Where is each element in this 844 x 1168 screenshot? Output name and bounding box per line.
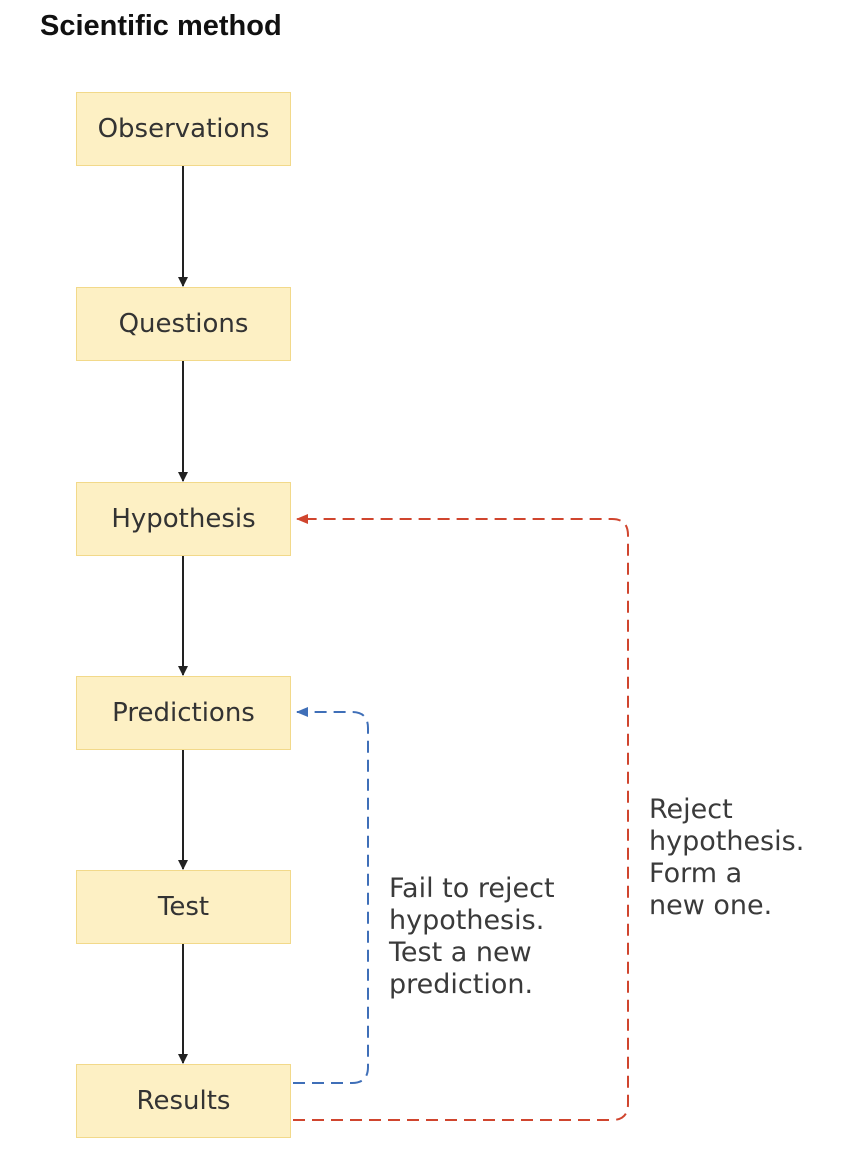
reject-label: Reject hypothesis. Form a new one.: [649, 794, 804, 922]
reject-loop-arrow: [293, 514, 629, 1121]
step-observations: Observations: [76, 92, 291, 166]
reject-line: new one.: [649, 890, 773, 921]
diagram-title: Scientific method: [40, 10, 282, 42]
fail-to-reject-label: Fail to reject hypothesis. Test a new pr…: [389, 873, 555, 1001]
step-questions: Questions: [76, 287, 291, 361]
fail-to-reject-line: Fail to reject: [389, 873, 555, 904]
step-results: Results: [76, 1064, 291, 1138]
reject-line: Reject: [649, 794, 733, 825]
fail-to-reject-line: Test a new: [389, 937, 532, 968]
reject-line: hypothesis.: [649, 826, 805, 857]
step-test: Test: [76, 870, 291, 944]
reject-line: Form a: [649, 858, 743, 889]
fail-to-reject-line: hypothesis.: [389, 905, 545, 936]
fail-to-reject-loop-arrow: [293, 707, 369, 1084]
step-hypothesis: Hypothesis: [76, 482, 291, 556]
fail-to-reject-line: prediction.: [389, 969, 534, 1000]
step-predictions: Predictions: [76, 676, 291, 750]
